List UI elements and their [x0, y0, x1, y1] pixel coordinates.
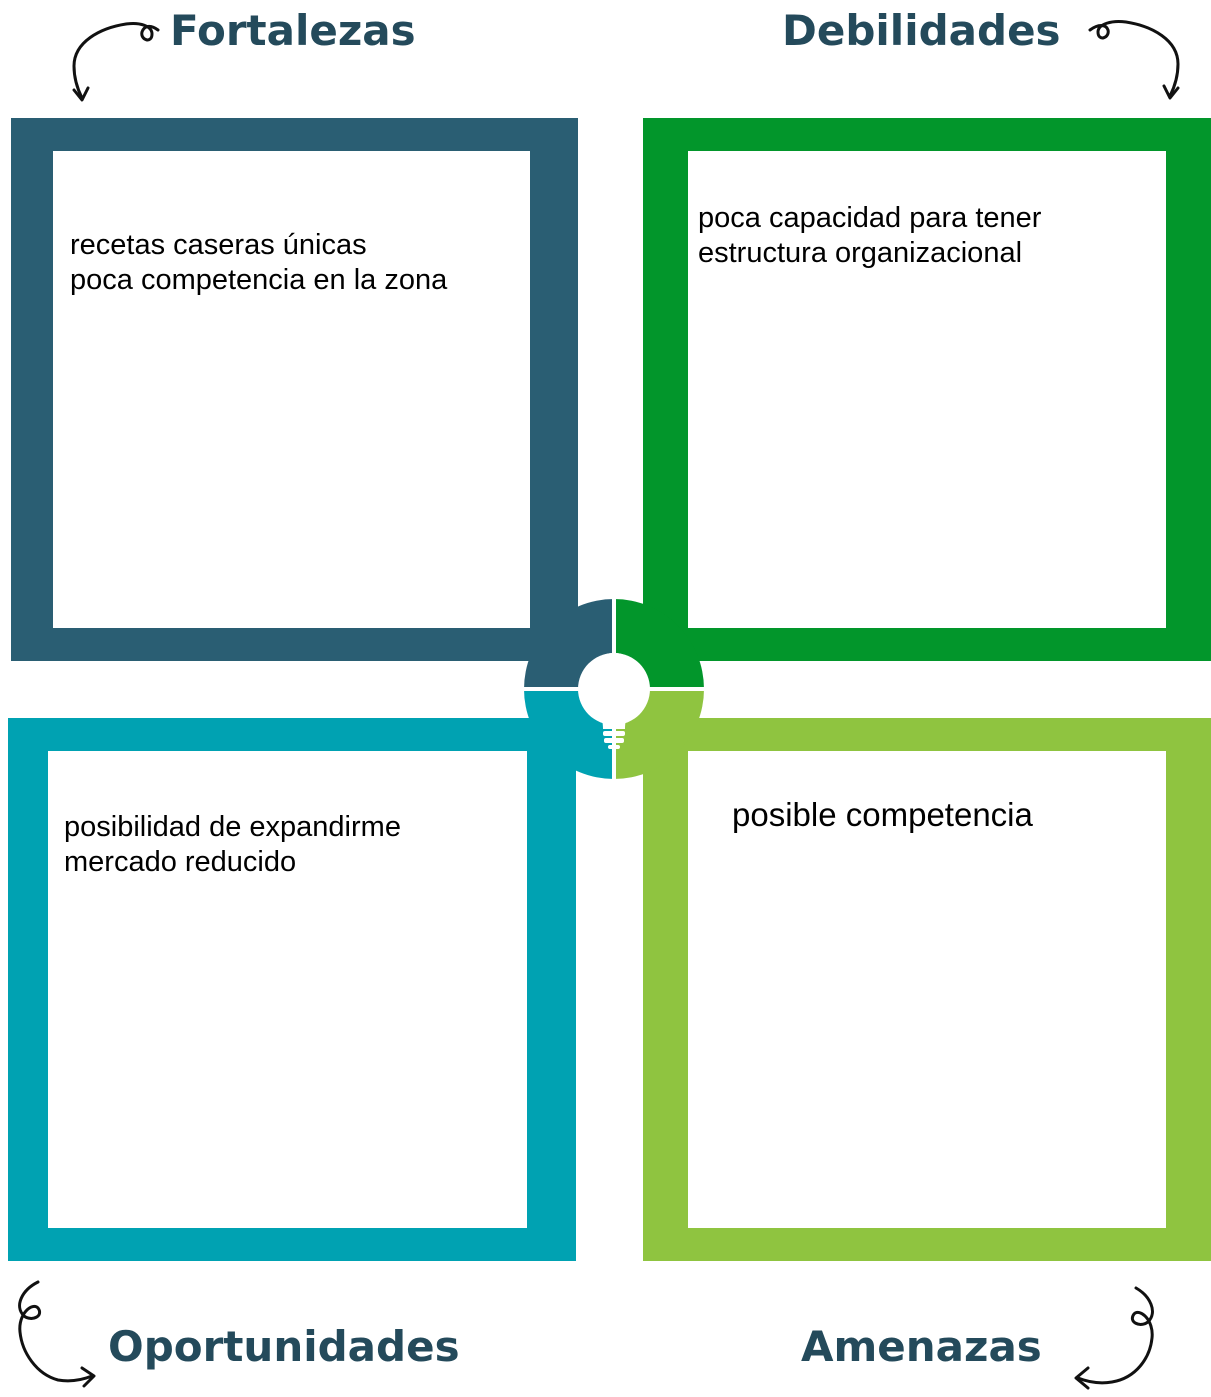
title-oportunidades: Oportunidades: [108, 1322, 460, 1371]
title-debilidades: Debilidades: [782, 6, 1061, 55]
quadrant-amenazas: [643, 718, 1211, 1261]
fortalezas-text: recetas caseras únicas poca competencia …: [70, 228, 447, 298]
oportunidades-text: posibilidad de expandirme mercado reduci…: [64, 810, 401, 880]
fortalezas-line: recetas caseras únicas: [70, 229, 367, 261]
quadrant-debilidades: [643, 118, 1211, 661]
curly-arrow-icon: [1074, 1286, 1154, 1390]
quadrant-fortalezas: [11, 118, 578, 661]
fortalezas-line: poca competencia en la zona: [70, 264, 448, 296]
curly-arrow-icon: [18, 1280, 96, 1388]
debilidades-text: poca capacidad para tener estructura org…: [698, 201, 1041, 271]
center-lightbulb-circle: [522, 597, 706, 781]
lightbulb-icon: [584, 653, 644, 749]
debilidades-line: estructura organizacional: [698, 237, 1023, 269]
amenazas-text: posible competencia: [732, 797, 1033, 832]
oportunidades-line: mercado reducido: [64, 846, 297, 878]
title-fortalezas: Fortalezas: [170, 6, 416, 55]
title-amenazas: Amenazas: [801, 1322, 1042, 1371]
curly-arrow-icon: [1088, 20, 1180, 100]
amenazas-line: posible competencia: [732, 796, 1033, 833]
curly-arrow-icon: [72, 22, 160, 102]
oportunidades-line: posibilidad de expandirme: [64, 811, 401, 843]
quadrant-oportunidades: [8, 718, 576, 1261]
debilidades-line: poca capacidad para tener: [698, 202, 1042, 234]
